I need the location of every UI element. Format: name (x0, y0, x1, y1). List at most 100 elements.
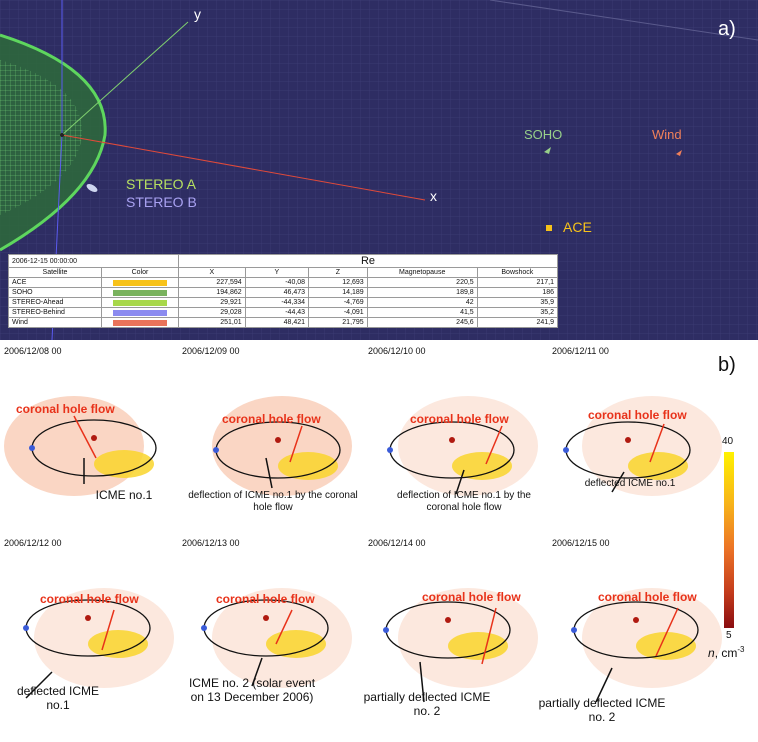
table-cell: 21,795 (308, 317, 368, 328)
color-swatch (113, 309, 167, 316)
icme-note: deflection of ICME no.1 by the coronal h… (188, 490, 358, 513)
coronal-hole-arrow (275, 609, 293, 645)
table-timestamp: 2006-12-15 00:00:00 (8, 254, 179, 268)
frame-timestamp: 2006/12/14 00 (368, 538, 426, 548)
ace-marker (546, 225, 552, 231)
icme-note: ICME no.1 (95, 488, 153, 502)
coronal-hole-flow-label: coronal hole flow (410, 412, 509, 426)
density-core (278, 452, 338, 480)
coronal-hole-flow-label: coronal hole flow (598, 590, 697, 604)
table-cell: 186 (476, 287, 559, 298)
earth-marker (201, 625, 207, 631)
wind-label: Wind (652, 127, 682, 142)
colorbar-max: 40 (722, 436, 734, 447)
icme-arrow (25, 671, 53, 699)
colorbar-min: 5 (726, 630, 732, 641)
icme-note: deflection of ICME no.1 by the coronal h… (397, 490, 531, 513)
col-header: X (178, 267, 246, 278)
frame-timestamp: 2006/12/13 00 (182, 538, 240, 548)
stereo-b-label: STEREO B (126, 194, 197, 210)
sun-marker (449, 437, 455, 443)
table-cell: 48,421 (244, 317, 310, 328)
stereo-marker (86, 184, 98, 192)
sun-marker (625, 437, 631, 443)
color-swatch (113, 319, 167, 326)
table-cell: 29,921 (178, 297, 246, 308)
density-core (88, 630, 148, 658)
icme-note: ICME no. 2 (solar event on 13 December 2… (188, 676, 316, 704)
x-axis-label: x (430, 188, 437, 204)
coronal-hole-arrow (73, 415, 97, 459)
density-map (212, 396, 352, 496)
density-core (452, 452, 512, 480)
stereo-a-label: STEREO A (126, 176, 197, 192)
table-cell: 251,01 (178, 317, 246, 328)
color-swatch (113, 299, 167, 306)
table-cell: 245,6 (366, 317, 478, 328)
table-cell: -44,334 (244, 297, 310, 308)
col-header: Color (101, 267, 179, 278)
color-swatch-cell (101, 317, 179, 328)
table-cell: STEREO-Ahead (8, 297, 102, 308)
density-core (636, 632, 696, 660)
col-header: Bowshock (476, 267, 559, 278)
table-cell: -44,43 (244, 307, 310, 318)
icme-arrow (611, 471, 625, 493)
table-cell: 29,028 (178, 307, 246, 318)
sun-marker (445, 617, 451, 623)
icme-note: partially deflected ICME no. 2 (538, 696, 666, 724)
satellite-table: 2006-12-15 00:00:00 Re Satellite Color X… (8, 254, 559, 328)
colorbar-exp: -3 (737, 645, 745, 654)
coronal-hole-arrow (481, 607, 497, 665)
icme-arrow (419, 661, 425, 703)
frame-timestamp: 2006/12/09 00 (182, 346, 240, 356)
table-cell: -40,08 (244, 277, 310, 288)
icme-note: deflected ICME no.1 (16, 684, 100, 712)
sun-marker (85, 615, 91, 621)
coronal-hole-flow-label: coronal hole flow (216, 592, 315, 606)
col-header: Magnetopause (366, 267, 478, 278)
table-cell: 35,9 (476, 297, 559, 308)
table-cell: 35,2 (476, 307, 559, 318)
color-swatch-cell (101, 287, 179, 298)
colorbar-var: n (708, 646, 715, 660)
density-core (628, 452, 688, 480)
frame-timestamp: 2006/12/15 00 (552, 538, 610, 548)
density-map (571, 588, 722, 703)
table-cell: 14,189 (308, 287, 368, 298)
coronal-hole-arrow (649, 423, 665, 463)
color-swatch-cell (101, 307, 179, 318)
wind-marker (676, 150, 682, 156)
table-units: Re (178, 254, 558, 268)
col-header: Y (244, 267, 310, 278)
sun-marker (633, 617, 639, 623)
soho-label: SOHO (524, 127, 563, 142)
density-haze (212, 396, 352, 496)
table-cell: 189,8 (366, 287, 478, 298)
coronal-hole-flow-label: coronal hole flow (16, 402, 115, 416)
icme-arrow (595, 667, 613, 703)
density-core (448, 632, 508, 660)
density-map (383, 588, 538, 703)
earth-marker (387, 447, 393, 453)
density-map (387, 396, 538, 496)
table-cell: 12,693 (308, 277, 368, 288)
panel-a-3d-view: a) y x STEREO A STEREO B SOHO Wind ACE 2… (0, 0, 758, 340)
table-cell: SOHO (8, 287, 102, 298)
sun-marker (263, 615, 269, 621)
frame-timestamp: 2006/12/08 00 (4, 346, 62, 356)
table-cell: 194,862 (178, 287, 246, 298)
density-core (266, 630, 326, 658)
density-haze (582, 396, 722, 496)
coronal-hole-arrow (289, 425, 303, 463)
frame-timestamp: 2006/12/12 00 (4, 538, 62, 548)
y-axis-label: y (194, 6, 201, 22)
sun-marker (91, 435, 97, 441)
earth-marker (23, 625, 29, 631)
earth-marker (563, 447, 569, 453)
density-core (94, 450, 154, 478)
